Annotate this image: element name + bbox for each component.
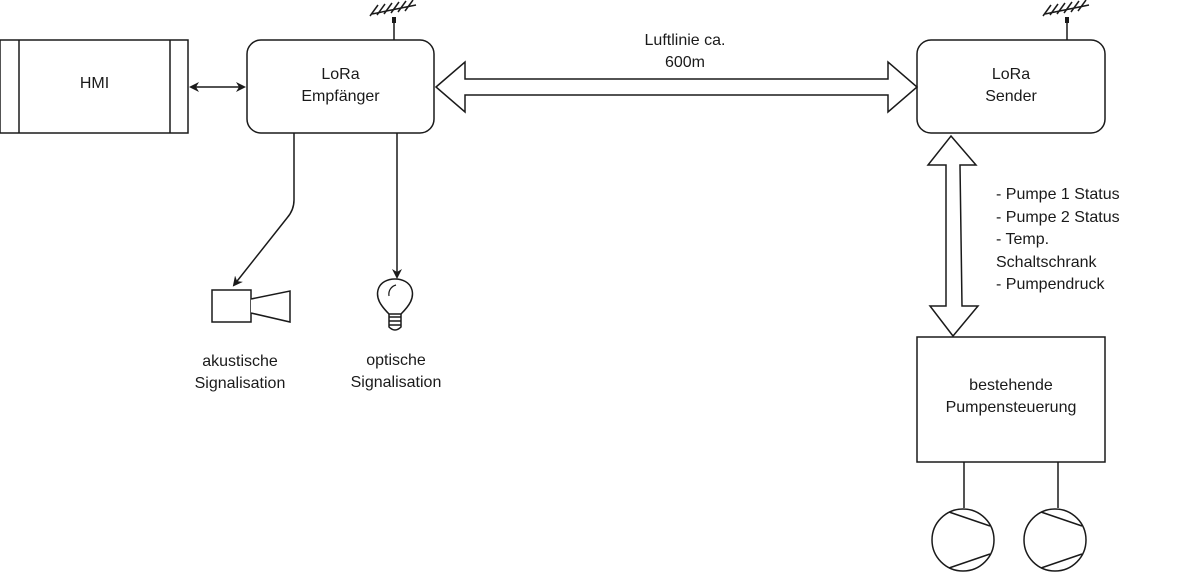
data-items-list: - Pumpe 1 Status - Pumpe 2 Status - Temp… [996,184,1120,297]
horn-icon [211,289,291,323]
lora-sender-label-line1: LoRa [991,66,1031,83]
radio-link-arrow [434,60,919,114]
pump-control-label: bestehende Pumpensteuerung [917,375,1105,419]
data-item: - Temp. [996,231,1050,248]
lora-sender-label-line2: Sender [985,88,1037,105]
optical-signal-label: optische Signalisation [326,350,466,394]
pump-control-label-line1: bestehende [969,377,1053,394]
pump-control-label-line2: Pumpensteuerung [945,399,1077,416]
lora-receiver-node[interactable] [246,39,435,134]
acoustic-signal-label-line2: Signalisation [194,375,286,392]
radio-link-label: Luftlinie ca. 600m [600,30,770,74]
lora-receiver-label-line2: Empfänger [301,88,380,105]
lora-sender-label: LoRa Sender [917,64,1105,108]
optical-signal-label-line1: optische [366,352,426,369]
receiver-acoustic-connector [232,133,295,287]
acoustic-signal-label: akustische Signalisation [170,351,310,395]
data-item: - Pumpendruck [996,276,1105,293]
data-item: Schaltschrank [996,253,1097,271]
optical-signal-label-line2: Signalisation [350,374,442,391]
pump-control-node[interactable] [916,336,1106,463]
pump-icon [1023,508,1087,572]
lora-receiver-label-line1: LoRa [321,66,360,83]
lora-receiver-label: LoRa Empfänger [247,64,434,108]
hmi-node[interactable] [0,39,189,134]
pump-icon [931,508,995,572]
antenna-icon [369,0,417,40]
data-link-arrow [926,134,980,338]
light-bulb-icon [376,278,414,331]
radio-link-label-line2: 600m [664,54,706,71]
data-item: - Pumpe 2 Status [996,208,1120,226]
radio-link-label-line1: Luftlinie ca. [644,32,726,49]
hmi-label: HMI [79,75,110,92]
data-item: - Pumpe 1 Status [996,186,1120,203]
antenna-icon [1042,0,1090,40]
acoustic-signal-label-line1: akustische [202,353,278,370]
